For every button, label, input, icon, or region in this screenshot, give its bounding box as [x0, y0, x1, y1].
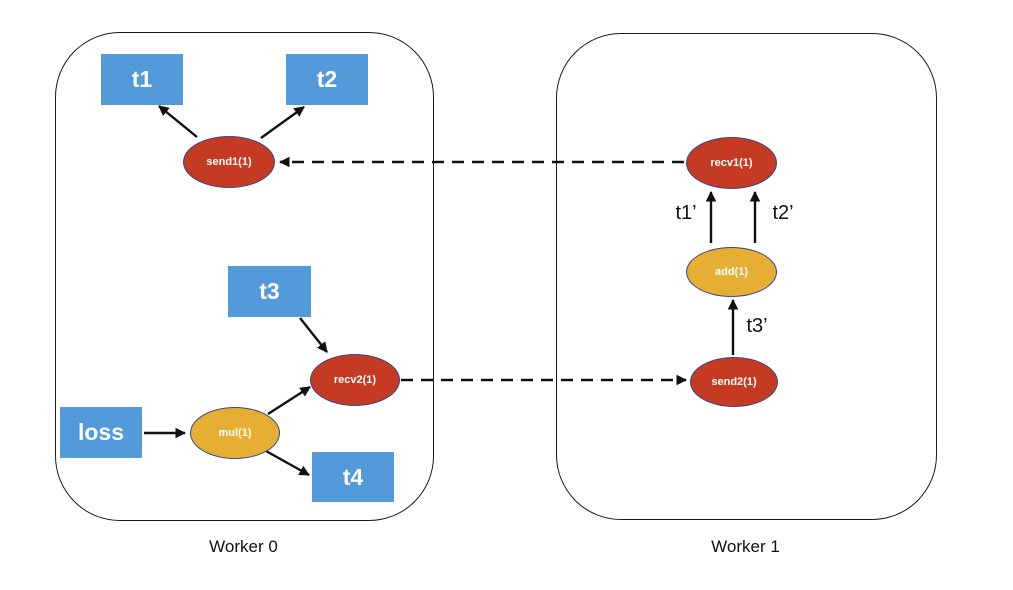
worker0-caption: Worker 0 [209, 537, 278, 556]
op-recv2: recv2(1) [310, 354, 400, 406]
worker0-box [55, 32, 434, 521]
tensor-loss: loss [60, 407, 142, 458]
op-add: add(1) [686, 247, 777, 297]
worker1-caption: Worker 1 [711, 537, 780, 556]
edge-label-t1-prime: t1’ [675, 201, 697, 224]
op-recv1: recv1(1) [686, 137, 777, 189]
tensor-t3: t3 [228, 266, 311, 317]
op-send2: send2(1) [690, 357, 778, 407]
op-mul: mul(1) [190, 407, 280, 459]
tensor-t2: t2 [286, 54, 368, 105]
edge-label-t3-prime: t3’ [746, 314, 768, 337]
tensor-t4: t4 [312, 452, 394, 502]
worker1-box [556, 33, 937, 520]
edge-label-t2-prime: t2’ [772, 201, 794, 224]
tensor-t1: t1 [101, 54, 183, 105]
op-send1: send1(1) [183, 136, 275, 188]
